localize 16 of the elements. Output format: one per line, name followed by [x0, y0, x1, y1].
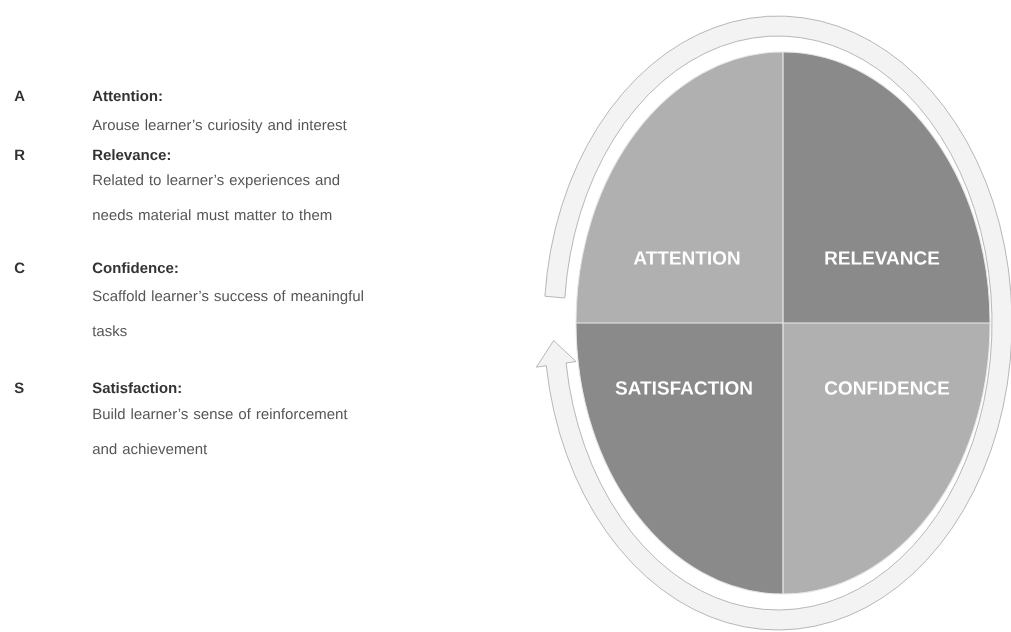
item-heading: Confidence: [92, 262, 178, 274]
description-text: Related to learner’s experiences and needs material must matter to them [93, 174, 340, 221]
acronym-letter: R [15, 149, 25, 160]
quadrant: RELEVANCE [783, 52, 990, 323]
item-heading: Satisfaction: [92, 382, 181, 394]
quadrant: SATISFACTION [576, 323, 783, 594]
description-text: Scaffold learner’s success of meaningful tasks [92, 290, 363, 337]
item-heading: Relevance: [93, 149, 170, 161]
acronym-letter: A [14, 90, 25, 101]
description-text: Build learner’s sense of reinforcement and achievement [92, 408, 348, 455]
quadrant: ATTENTION [576, 52, 783, 323]
acronym-letter: C [14, 262, 25, 274]
description-text: Arouse learner’s curiosity and interest [92, 119, 347, 134]
item-heading: Attention: [92, 90, 162, 102]
acronym-letter: S [14, 382, 24, 394]
quadrant: CONFIDENCE [783, 323, 990, 594]
